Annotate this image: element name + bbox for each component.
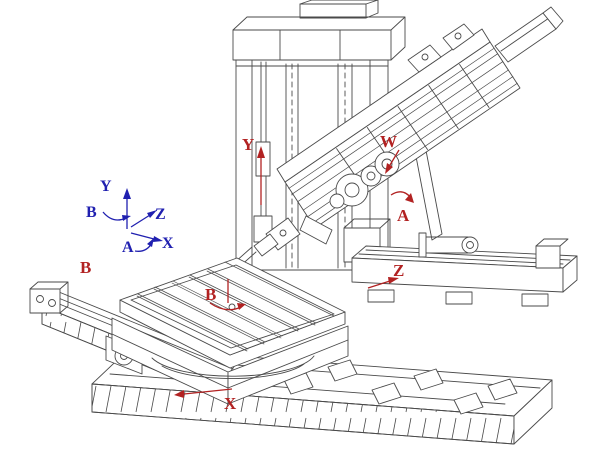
x-axis-arrow <box>183 388 233 395</box>
bottom-bed <box>91 347 553 445</box>
label-w-axis: W <box>380 132 397 151</box>
legend-label-y: Y <box>100 178 112 195</box>
legend-label-z: Z <box>155 206 166 223</box>
legend-label-a: A <box>122 239 134 256</box>
spindle-ram-assembly <box>233 6 564 269</box>
right-bed <box>343 218 578 307</box>
machine-axis-labels: Y W A Z B B X <box>80 132 410 413</box>
rotary-table <box>111 257 349 405</box>
legend-z-arrow <box>130 214 151 228</box>
label-y-axis: Y <box>242 135 254 154</box>
coordinate-legend <box>102 188 163 252</box>
label-z-axis: Z <box>393 261 404 280</box>
label-b-axis-side: B <box>80 258 91 277</box>
legend-label-x: X <box>162 235 174 252</box>
legend-x-arrow <box>130 232 155 240</box>
coordinate-legend-labels: Y B Z X A <box>86 178 174 256</box>
z-axis-arrow <box>367 280 391 289</box>
red-arrowheads <box>174 146 414 398</box>
label-b-axis-table: B <box>205 285 216 304</box>
label-a-axis: A <box>397 206 410 225</box>
machine-axis-annotations <box>174 146 414 398</box>
label-x-axis: X <box>224 394 237 413</box>
blue-arrowheads <box>122 188 163 247</box>
machine-linework <box>29 0 578 445</box>
legend-label-b: B <box>86 204 97 221</box>
